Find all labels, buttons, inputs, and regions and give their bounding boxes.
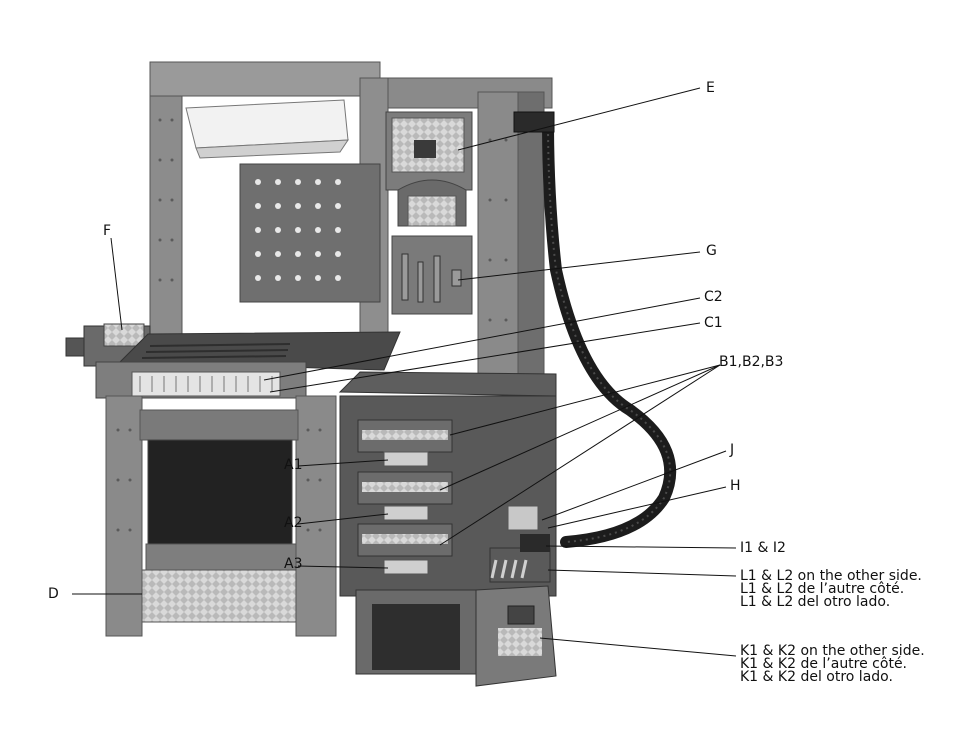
callout-G: G — [706, 243, 717, 259]
hutch — [149, 61, 553, 393]
callout-A3: A3 — [284, 556, 303, 572]
lower-base — [105, 395, 337, 637]
callout-I: I1 & I2 — [740, 540, 786, 556]
note-K-en: K1 & K2 on the other side. — [740, 643, 925, 659]
callout-F: F — [103, 223, 112, 239]
note-L-fr: L1 & L2 de l’autre côté. — [740, 581, 905, 597]
air-hose — [520, 112, 677, 548]
callout-C1: C1 — [704, 315, 723, 331]
callout-D: D — [48, 586, 59, 602]
callout-J: J — [730, 442, 735, 458]
note-L-en: L1 & L2 on the other side. — [740, 568, 922, 584]
note-K-es: K1 & K2 del otro lado. — [740, 669, 893, 685]
callout-E: E — [706, 80, 715, 96]
drawer-cabinet — [338, 371, 557, 687]
callout-A2: A2 — [284, 515, 303, 531]
note-L-es: L1 & L2 del otro lado. — [740, 594, 891, 610]
note-K: K1 & K2 on the other side. K1 & K2 de l’… — [740, 643, 925, 685]
callout-C2: C2 — [704, 289, 723, 305]
callout-B: B1,B2,B3 — [719, 354, 784, 370]
note-K-fr: K1 & K2 de l’autre côté. — [740, 656, 908, 672]
callout-H: H — [730, 478, 741, 494]
note-L: L1 & L2 on the other side. L1 & L2 de l’… — [740, 568, 922, 610]
callout-A1: A1 — [284, 457, 303, 473]
counter — [95, 331, 401, 399]
leader-lines — [72, 87, 737, 657]
